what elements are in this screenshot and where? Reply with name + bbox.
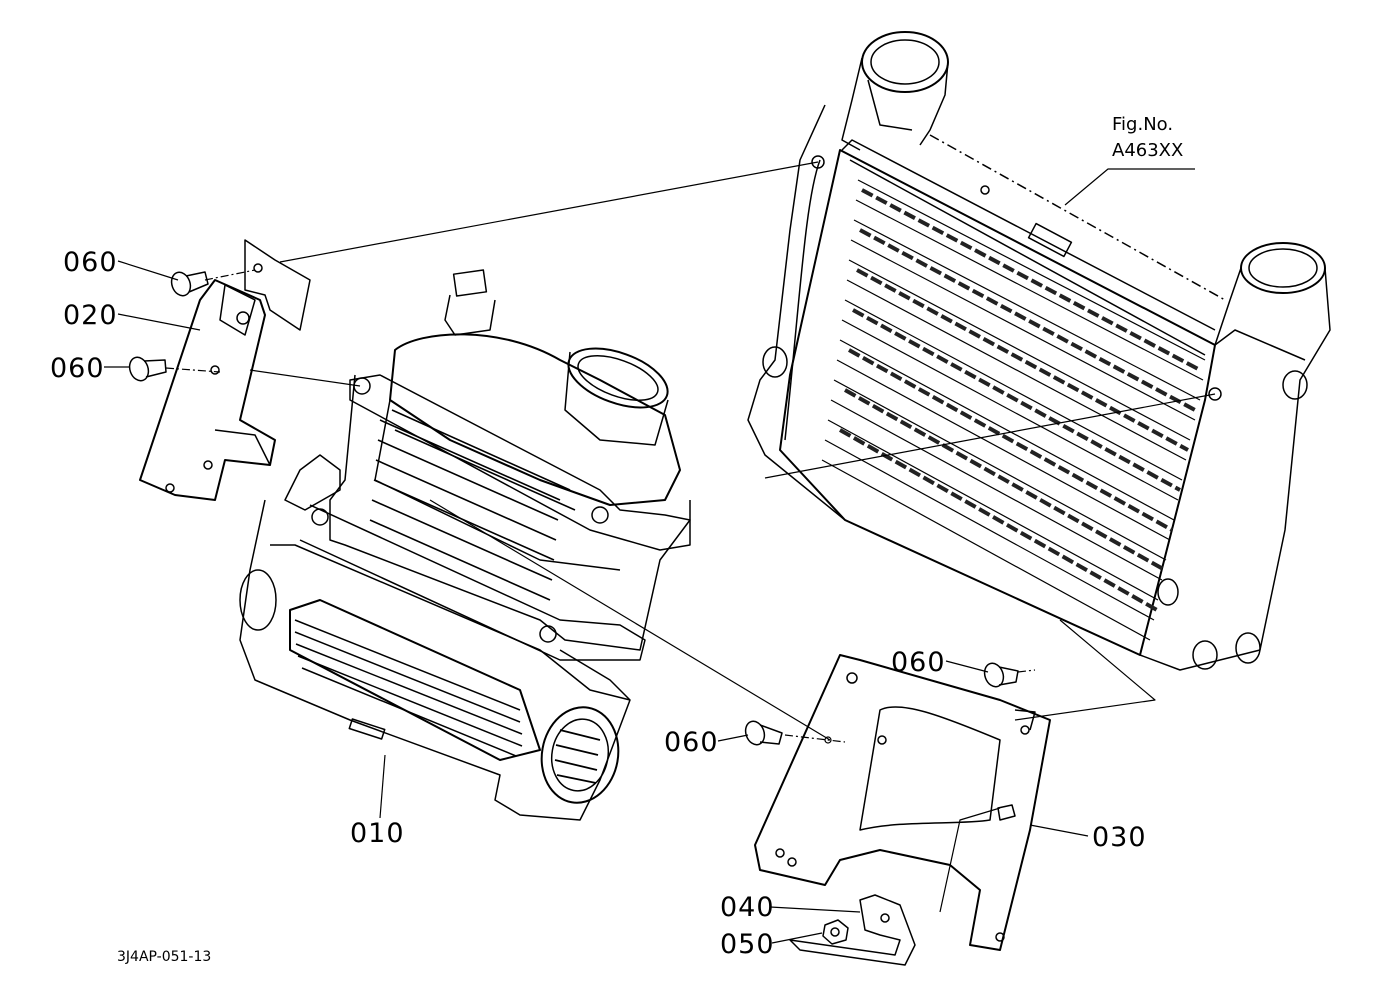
label-part-060: 060 — [63, 247, 118, 278]
label-part-010: 010 — [350, 818, 405, 849]
part-020-bracket — [140, 240, 310, 500]
part-040-bracket — [790, 895, 915, 965]
label-part-060: 060 — [50, 353, 105, 384]
leader-lines — [104, 162, 1215, 943]
drawing-code: 3J4AP-051-13 — [117, 949, 212, 965]
label-part-060: 060 — [891, 647, 946, 678]
part-060-bolts — [126, 270, 1018, 820]
part-030-plate — [755, 655, 1050, 950]
intercooler-assembly — [748, 32, 1330, 670]
label-part-060: 060 — [664, 727, 719, 758]
label-part-020: 020 — [63, 300, 118, 331]
label-part-050: 050 — [720, 929, 775, 960]
fig-no-value: A463XX — [1112, 140, 1184, 161]
part-050-nut — [823, 920, 848, 944]
label-part-030: 030 — [1092, 822, 1147, 853]
label-part-040: 040 — [720, 892, 775, 923]
fig-no-label: Fig.No. — [1112, 114, 1174, 135]
part-010-housing — [240, 270, 690, 820]
